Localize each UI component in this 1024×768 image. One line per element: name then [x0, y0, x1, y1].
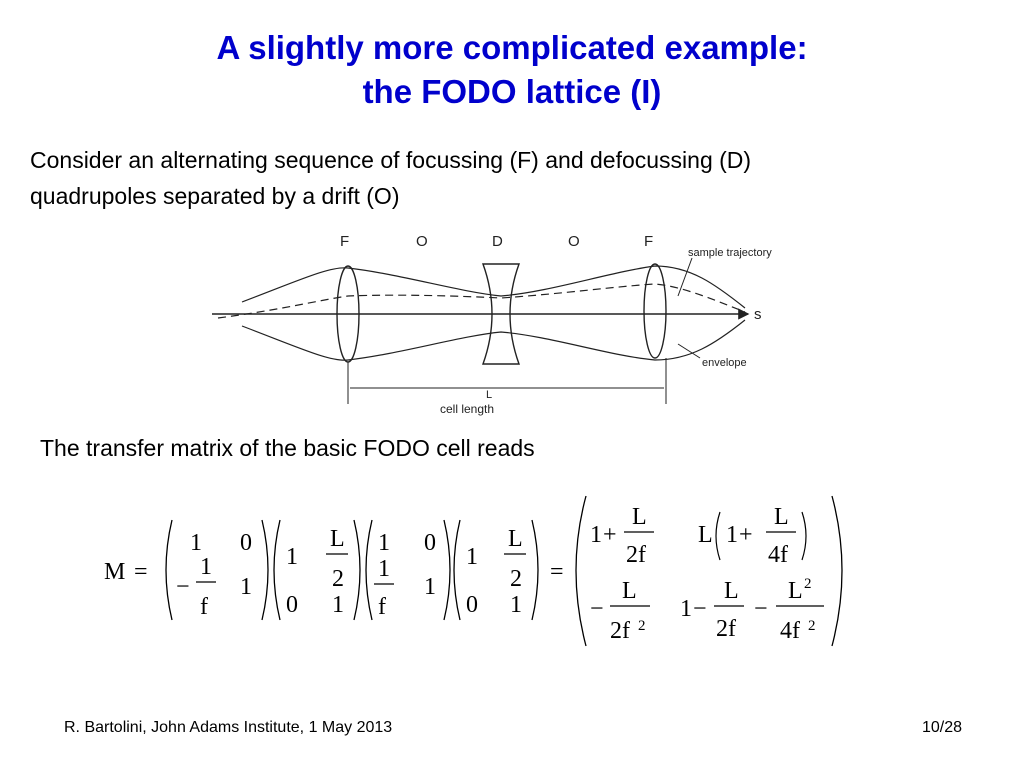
m1-b: 0	[240, 530, 252, 556]
m2-den: 2	[332, 566, 344, 592]
envelope-leader	[677, 343, 701, 359]
label-d: D	[492, 233, 503, 250]
m3-b: 0	[424, 530, 436, 556]
r12-one: 1	[726, 522, 738, 548]
m2-left-paren	[273, 519, 281, 621]
eq-equals-2: =	[550, 559, 564, 585]
m1-right-paren	[261, 519, 269, 621]
length-label: L	[486, 389, 492, 401]
m1-minus: −	[176, 574, 190, 600]
trajectory-label: sample trajectory	[688, 247, 772, 259]
m2-num: L	[330, 526, 345, 552]
r12-right-paren	[801, 511, 807, 561]
r21-sq: 2	[638, 618, 646, 634]
r22-num1: L	[724, 578, 739, 604]
m3-den: f	[378, 594, 386, 620]
label-f2: F	[644, 233, 653, 250]
r11-plus: +	[603, 522, 617, 548]
r12-plus: +	[739, 522, 753, 548]
m3-d: 1	[424, 574, 436, 600]
m2-a: 1	[286, 544, 298, 570]
res-right-paren	[831, 495, 843, 647]
label-o1: O	[416, 233, 428, 250]
r12-left-paren	[715, 511, 721, 561]
m4-c: 0	[466, 592, 478, 618]
r21-den: 2f	[610, 618, 630, 644]
eq-m: M	[104, 559, 125, 585]
cell-length-label: cell length	[440, 402, 494, 416]
m4-a: 1	[466, 544, 478, 570]
envelope-label: envelope	[702, 357, 747, 369]
m1-num: 1	[200, 554, 212, 580]
envelope-lower	[241, 319, 746, 361]
m3-a: 1	[378, 530, 390, 556]
intro-line-1: Consider an alternating sequence of focu…	[30, 147, 752, 173]
r22-den2-sq: 2	[808, 618, 816, 634]
transfer-matrix-text: The transfer matrix of the basic FODO ce…	[40, 435, 535, 461]
r22-den1: 2f	[716, 616, 736, 642]
m4-right-paren	[531, 519, 539, 621]
m2-right-paren	[353, 519, 361, 621]
m1-den: f	[200, 594, 208, 620]
m1-a: 1	[190, 530, 202, 556]
m4-d: 1	[510, 592, 522, 618]
r22-minus2: −	[754, 596, 768, 622]
eq-equals-1: =	[134, 559, 148, 585]
fodo-diagram: F O D O F s sample trajectory envelope L…	[212, 233, 772, 416]
m4-left-paren	[453, 519, 461, 621]
fodo-transfer-matrix-equation: M = 1 0 − 1 f 1 1 L 2 0 1 1 0 1 f 1 1 L …	[104, 495, 843, 647]
m3-left-paren	[365, 519, 373, 621]
r11-den: 2f	[626, 542, 646, 568]
r12-num: L	[774, 504, 789, 530]
m3-right-paren	[443, 519, 451, 621]
intro-paragraph: Consider an alternating sequence of focu…	[30, 142, 990, 214]
r22-one: 1	[680, 596, 692, 622]
r22-num2: L	[788, 578, 803, 604]
m4-num: L	[508, 526, 523, 552]
m1-left-paren	[165, 519, 173, 621]
res-left-paren	[575, 495, 587, 647]
envelope-upper	[241, 265, 746, 309]
focusing-quad-2	[643, 263, 667, 359]
r11-num: L	[632, 504, 647, 530]
s-axis-label: s	[754, 306, 762, 323]
slide-title: A slightly more complicated example: the…	[0, 26, 1024, 114]
r12-den: 4f	[768, 542, 788, 568]
r22-minus1: −	[693, 596, 707, 622]
r21-num: L	[622, 578, 637, 604]
title-line-1: A slightly more complicated example:	[216, 29, 808, 66]
r12-l: L	[698, 522, 713, 548]
footer-author: R. Bartolini, John Adams Institute, 1 Ma…	[64, 719, 393, 736]
label-f1: F	[340, 233, 349, 250]
label-o2: O	[568, 233, 580, 250]
intro-line-2: quadrupoles separated by a drift (O)	[30, 183, 400, 209]
title-line-2: the FODO lattice (I)	[362, 73, 662, 110]
page-number: 10/28	[921, 719, 962, 736]
m4-den: 2	[510, 566, 522, 592]
r21-minus: −	[590, 596, 604, 622]
trajectory-leader	[677, 257, 693, 297]
m2-d: 1	[332, 592, 344, 618]
m2-c: 0	[286, 592, 298, 618]
r22-num2-sq: 2	[804, 576, 812, 592]
m1-d: 1	[240, 574, 252, 600]
r22-den2: 4f	[780, 618, 800, 644]
m3-num: 1	[378, 556, 390, 582]
r11-one: 1	[590, 522, 602, 548]
